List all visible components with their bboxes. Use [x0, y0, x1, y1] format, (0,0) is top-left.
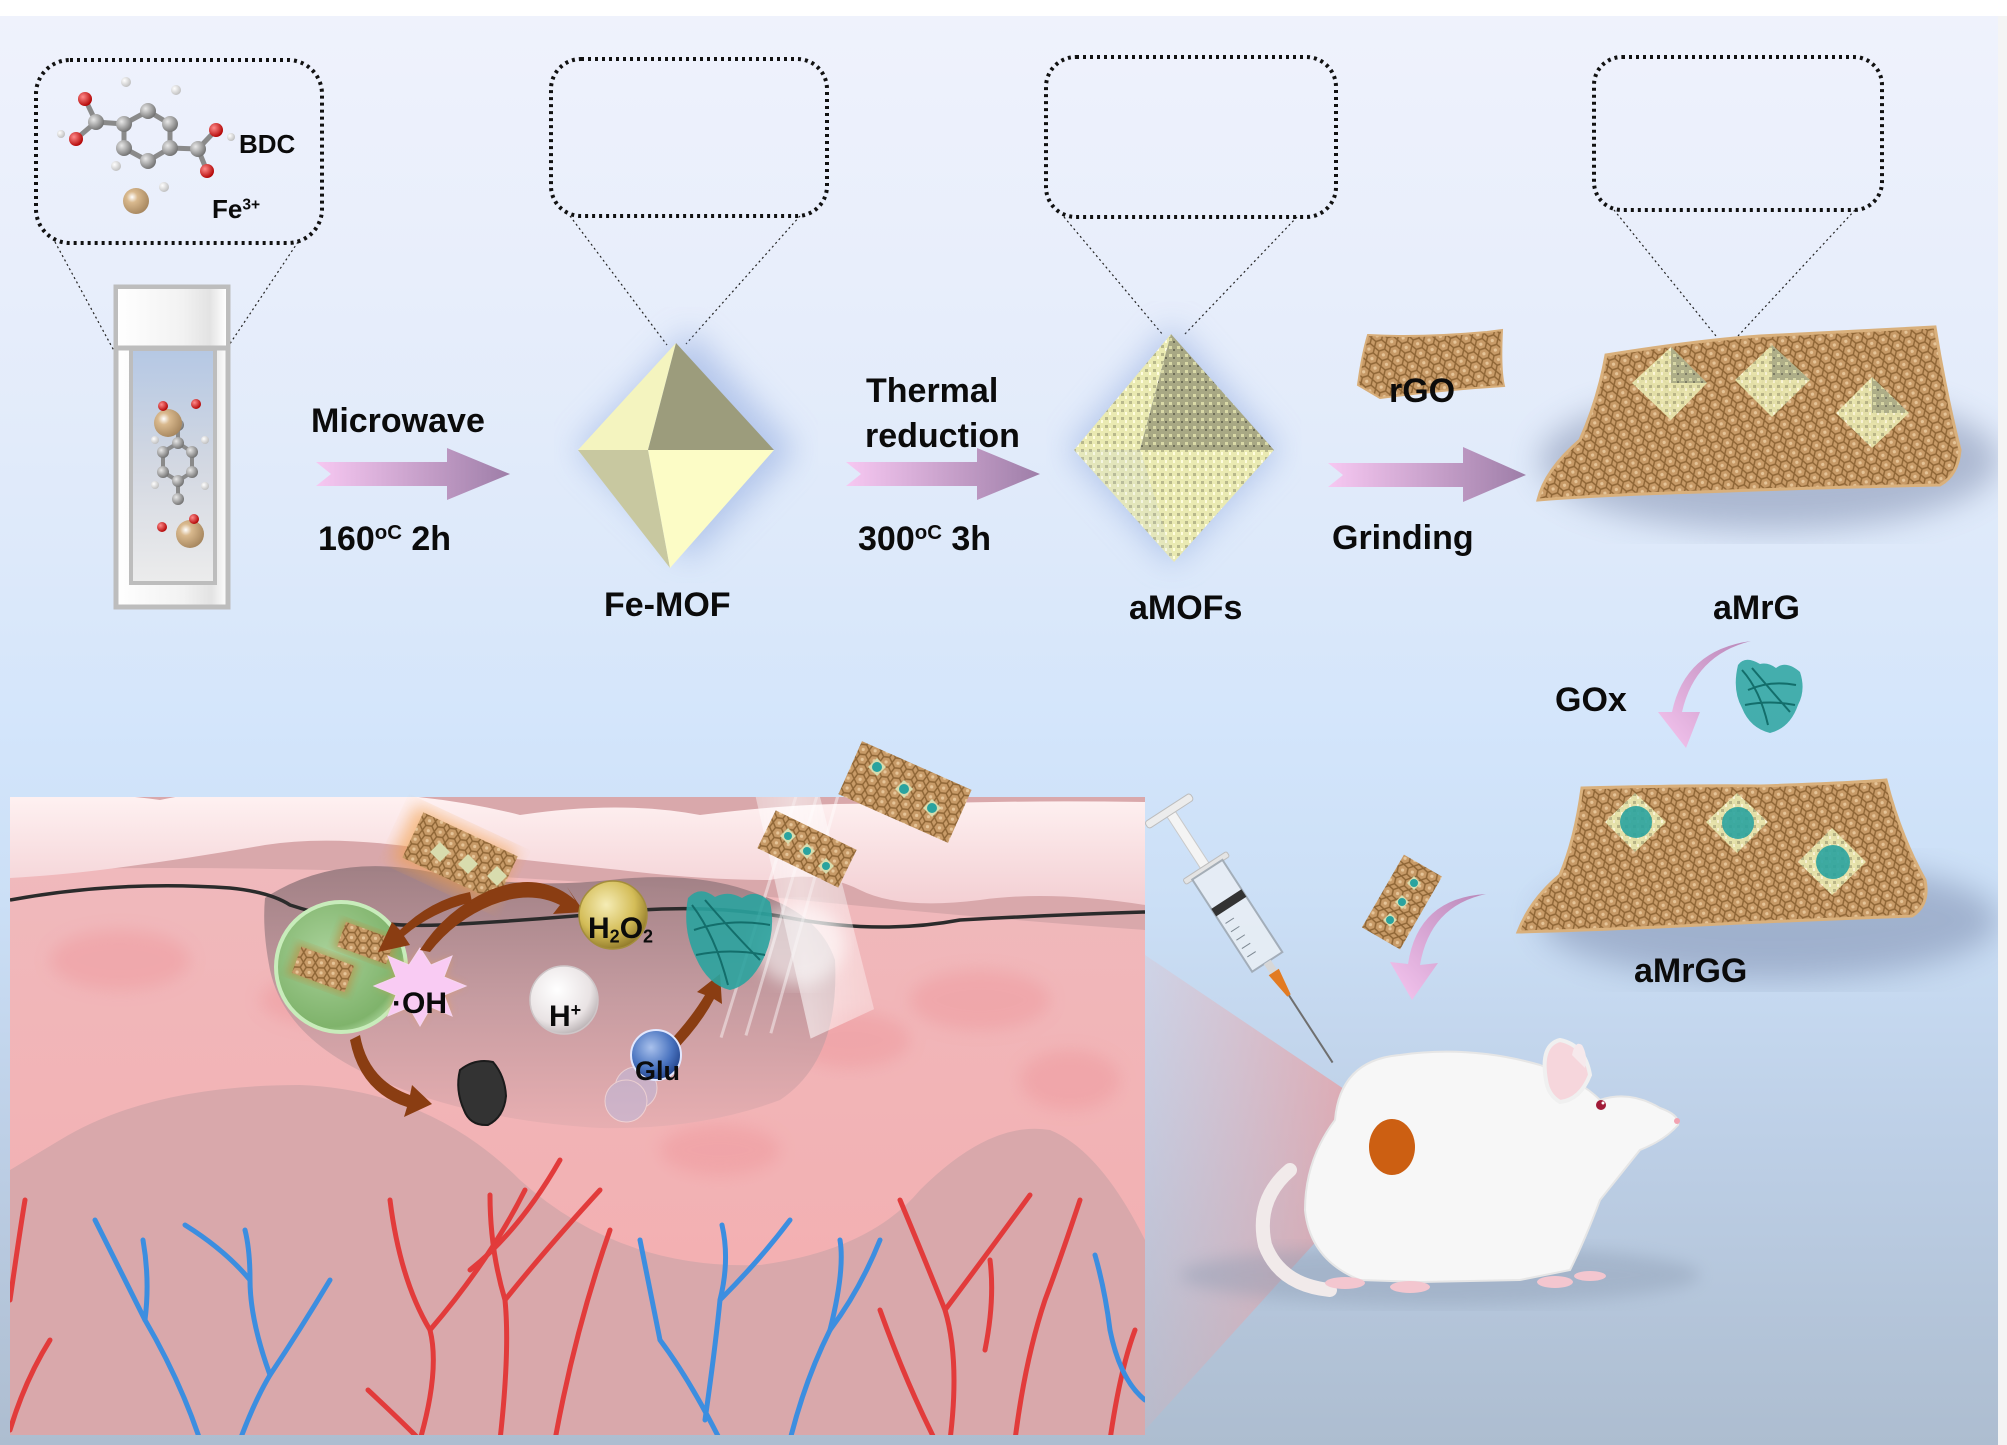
amrg-composite-icon — [1536, 325, 2000, 530]
glucose-bubble-icon — [630, 1029, 682, 1081]
arrow-fragment-to-cell — [378, 892, 472, 952]
thermal-label-line1: Thermal — [866, 372, 999, 410]
amofs-label: aMOFs — [1129, 589, 1243, 627]
wound-site-marker — [1369, 1119, 1415, 1175]
fe-mof-label: Fe-MOF — [604, 586, 731, 624]
fe3-label-charge: 3+ — [242, 196, 261, 214]
wound-tissue-section — [10, 797, 1145, 1435]
glucose-label: Glu — [635, 1056, 680, 1086]
amrg-label: aMrG — [1713, 589, 1800, 627]
callout-amrg-structure — [1592, 55, 1884, 337]
h2o2-sub2: 2 — [643, 926, 654, 947]
proton-label: H+ — [549, 1001, 581, 1032]
microwave-conditions-label: 160oC 2h — [318, 522, 451, 556]
arrow-microwave — [316, 448, 510, 500]
amof-gox-on-sheet — [1798, 828, 1866, 895]
microwave-label: Microwave — [311, 402, 485, 440]
amrgg-label: aMrGG — [1634, 952, 1748, 990]
amofs-crystal-icon — [1068, 325, 1280, 565]
microwave-duration: 2h — [401, 520, 452, 558]
arrow-grinding — [1328, 447, 1526, 502]
h2o2-bubble-icon — [578, 880, 648, 950]
arrow-apply-to-mouse — [1390, 894, 1486, 1000]
h2o2-label: H2O2 — [588, 914, 653, 946]
amof-gox-on-sheet — [1706, 793, 1768, 853]
reaction-arrows — [350, 882, 722, 1117]
callout-fe-mof-structure — [549, 57, 829, 346]
arrow-cell-to-debris — [350, 1035, 432, 1117]
bacterium-cell-icon — [274, 900, 408, 1034]
amof-gox-on-sheet — [1605, 793, 1666, 852]
bdc-molecule-icon — [57, 77, 235, 192]
callout-amofs-structure — [1044, 55, 1338, 336]
thermal-label-line2: reduction — [865, 417, 1020, 455]
amrgg-fragment-injection — [1361, 854, 1443, 950]
rgo-label: rGO — [1389, 372, 1456, 410]
schematic-artwork — [10, 55, 2000, 1435]
bdc-label: BDC — [239, 129, 296, 159]
grinding-label: Grinding — [1332, 519, 1474, 557]
mouse-icon — [1180, 1037, 1700, 1305]
proton-h: H — [549, 999, 571, 1033]
arrow-thermal-reduction — [846, 448, 1040, 500]
microwave-temp-unit: oC — [374, 521, 402, 544]
hydroxyl-radical-label: ·OH — [392, 987, 447, 1020]
arrow-h2o2-to-oh — [420, 882, 584, 952]
hydroxyl-radical-burst-icon — [372, 947, 468, 1027]
gox-label: GOx — [1555, 681, 1627, 719]
fe-ion-icon — [123, 188, 149, 214]
dead-bacterium-debris-icon — [457, 1060, 508, 1127]
rgo-sheet-icon — [1356, 328, 1506, 400]
artery-icon — [10, 1157, 1138, 1435]
vein-icon — [92, 1217, 1145, 1435]
fe3-label-element: Fe — [212, 194, 243, 224]
blood-vessels — [10, 1157, 1145, 1435]
syringe-icon — [1145, 793, 1334, 1064]
amrgg-fragment-in-wound — [390, 804, 518, 908]
amrgg-fragment-falling — [838, 741, 972, 843]
amof-on-sheet — [1735, 345, 1810, 417]
proton-charge: + — [570, 1000, 582, 1020]
amof-on-sheet — [1632, 347, 1707, 420]
fe3-label: Fe3+ — [212, 196, 260, 222]
thermal-duration: 3h — [941, 520, 992, 558]
right-margin-strip — [1998, 16, 2007, 1445]
reaction-vial-icon — [113, 284, 231, 610]
h2o2-o: O — [619, 912, 644, 945]
fe-mof-crystal-icon — [576, 330, 796, 568]
diagram-canvas: BDC Fe3+ Microwave 160oC 2h Fe-MOF Therm… — [0, 16, 2000, 1445]
amrgg-fragment-falling — [757, 810, 857, 888]
amof-on-sheet — [1836, 377, 1909, 448]
thermal-temp: 300 — [858, 520, 915, 558]
thermal-conditions-label: 300oC 3h — [858, 522, 991, 556]
arrow-glu-to-gox — [665, 974, 722, 1054]
thermal-temp-unit: oC — [914, 521, 942, 544]
gox-enzyme-in-wound-icon — [686, 891, 773, 990]
amrgg-composite-icon — [1515, 778, 2000, 980]
gox-enzyme-icon — [1735, 659, 1803, 733]
h2o2-h: H — [588, 912, 610, 945]
h2o2-sub1: 2 — [609, 926, 620, 947]
microwave-temp: 160 — [318, 520, 375, 558]
arrow-gox-loading — [1658, 641, 1751, 748]
proton-bubble-icon — [529, 965, 599, 1035]
